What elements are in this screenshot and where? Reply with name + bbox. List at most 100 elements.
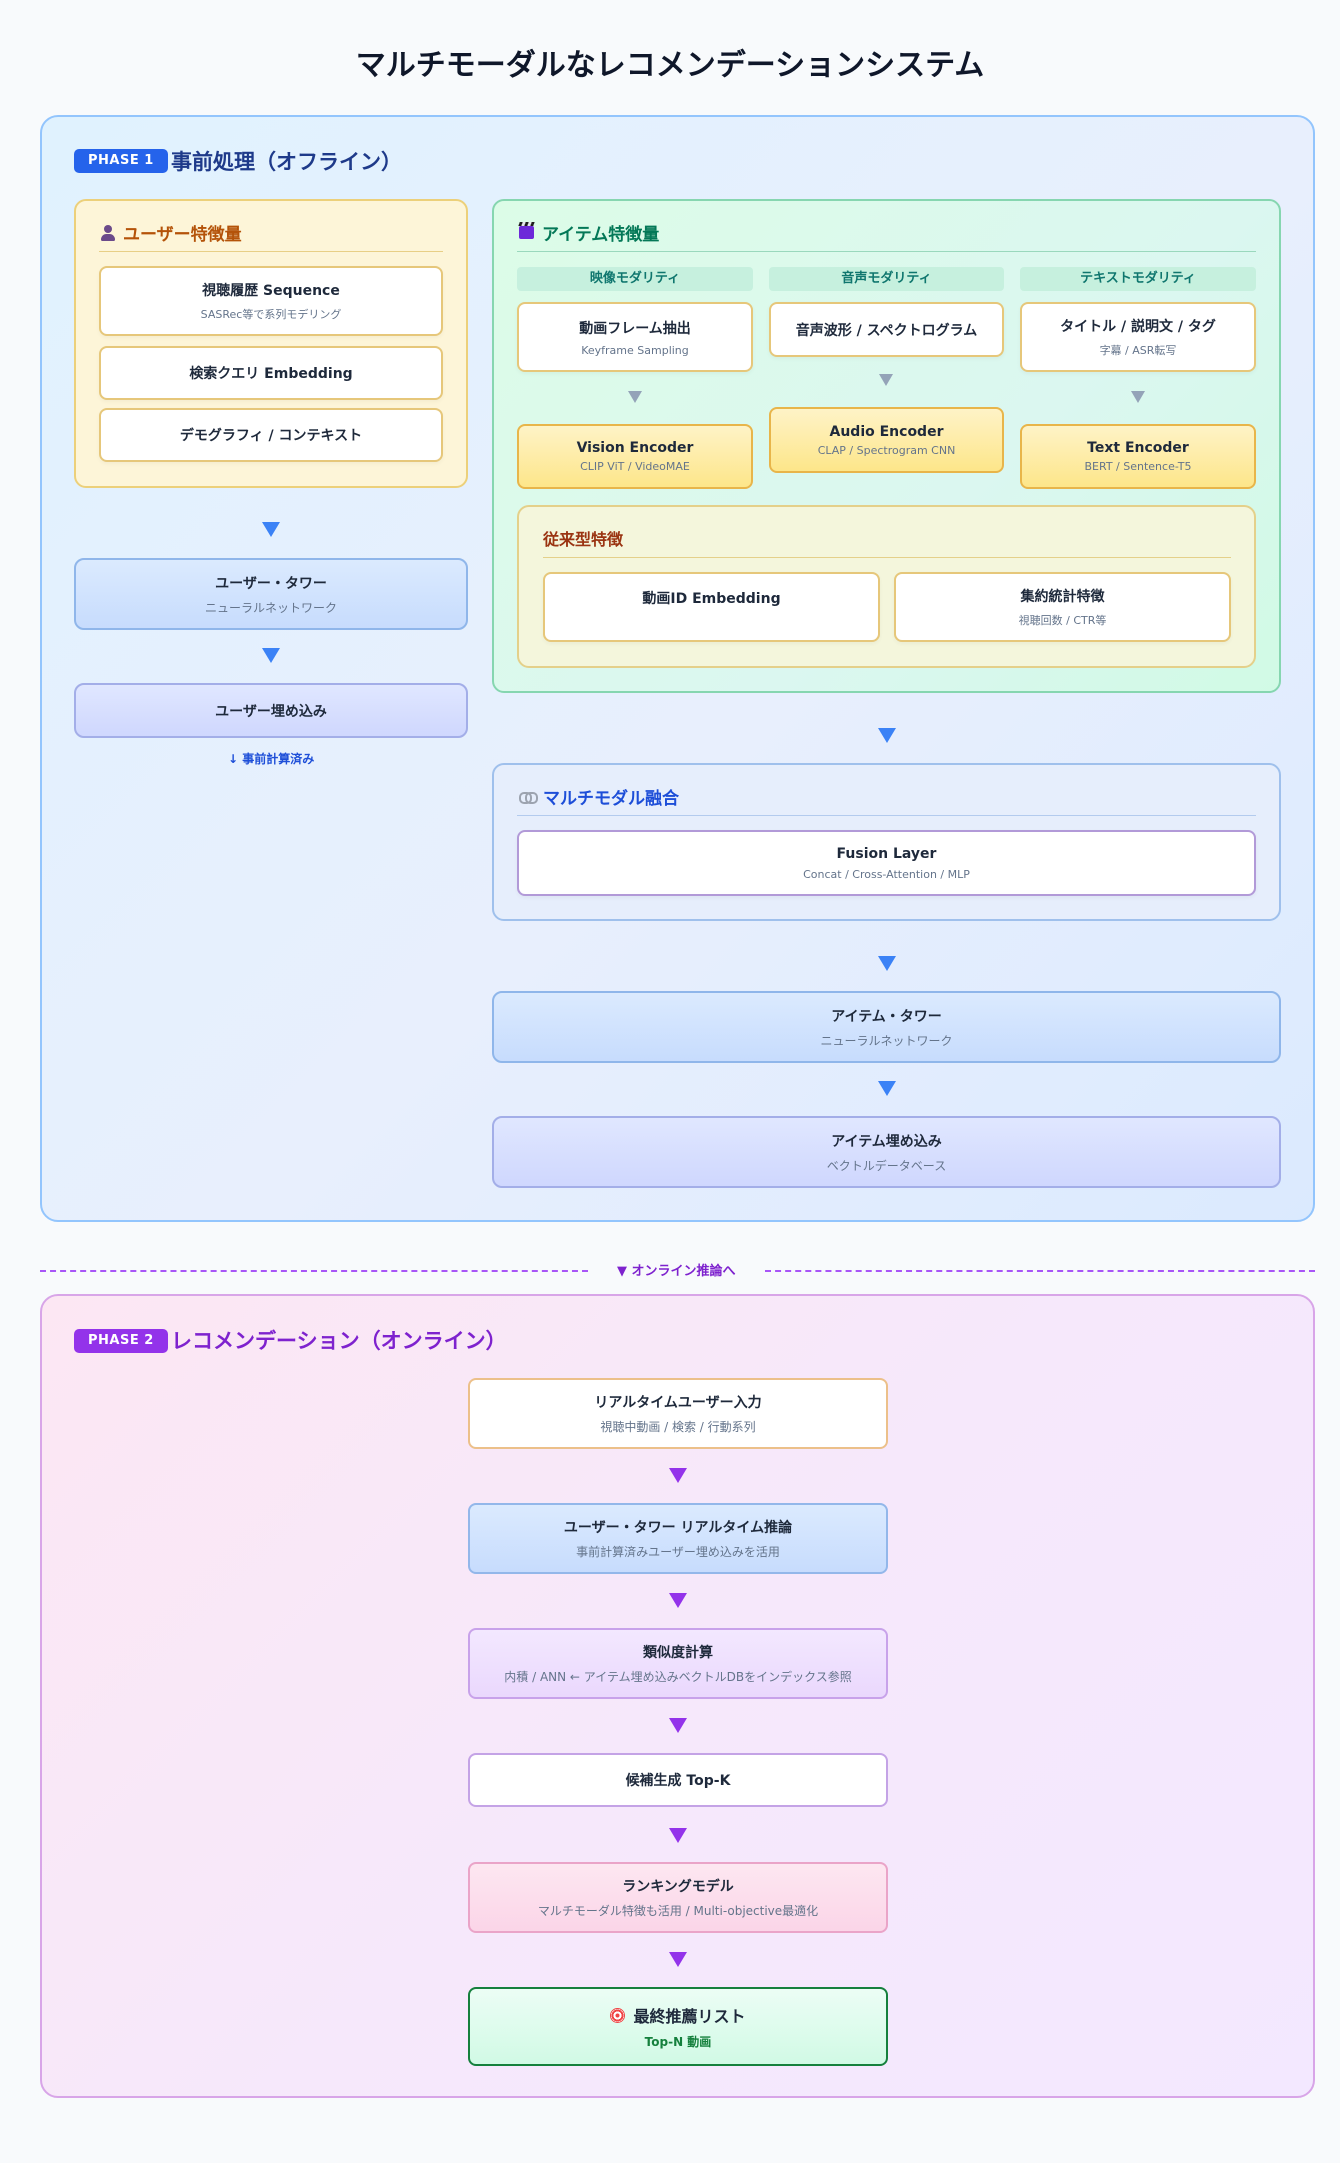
watch-history-sub: SASRec等で系列モデリング: [200, 308, 342, 321]
arrow-down-icon: [628, 391, 642, 403]
item-features-label: アイテム特徴量: [542, 225, 660, 245]
arrow-down-icon: [878, 956, 896, 971]
phase2-title: レコメンデーション（オンライン）: [171, 1329, 507, 1353]
search-query-title: 検索クエリ Embedding: [189, 366, 353, 382]
arrow-down-icon: [879, 374, 893, 386]
text-meta-sub: 字幕 / ASR転写: [1099, 344, 1177, 357]
realtime-input-box: リアルタイムユーザー入力 視聴中動画 / 検索 / 行動系列: [468, 1378, 888, 1449]
arrow-down-icon: [669, 1468, 687, 1483]
final-recommendation-title: 最終推薦リスト: [633, 2007, 746, 2026]
fusion-layer-title: Fusion Layer: [836, 845, 937, 862]
user-tower-realtime-sub: 事前計算済みユーザー埋め込みを活用: [576, 1545, 780, 1559]
candidate-generation-title: 候補生成 Top-K: [625, 1773, 731, 1789]
user-features-rule: [99, 251, 443, 252]
phase1-title: 事前処理（オフライン）: [171, 150, 402, 174]
demography-card: デモグラフィ / コンテキスト: [99, 408, 443, 462]
item-features-rule: [517, 251, 1256, 252]
candidate-generation-box: 候補生成 Top-K: [468, 1753, 888, 1807]
similarity-sub: 内積 / ANN ← アイテム埋め込みベクトルDBをインデックス参照: [504, 1670, 852, 1684]
user-embedding-title: ユーザー埋め込み: [215, 703, 327, 720]
ranking-model-sub: マルチモーダル特徴も活用 / Multi-objective最適化: [537, 1904, 819, 1918]
user-icon: [101, 224, 115, 241]
aggregate-stats-sub: 視聴回数 / CTR等: [1018, 614, 1107, 627]
item-features-heading: アイテム特徴量: [519, 220, 659, 245]
final-recommendation-box: 最終推薦リスト Top-N 動画: [468, 1987, 888, 2066]
audio-encoder-box: Audio Encoder CLAP / Spectrogram CNN: [769, 407, 1004, 473]
vision-encoder-sub: CLIP ViT / VideoMAE: [580, 460, 690, 473]
item-tower-sub: ニューラルネットワーク: [820, 1033, 953, 1048]
text-encoder-title: Text Encoder: [1087, 440, 1189, 456]
arrow-down-icon: [669, 1952, 687, 1967]
user-tower-realtime-box: ユーザー・タワー リアルタイム推論 事前計算済みユーザー埋め込みを活用: [468, 1503, 888, 1574]
audio-encoder-title: Audio Encoder: [829, 423, 944, 440]
similarity-title: 類似度計算: [643, 1645, 713, 1661]
video-frame-sub: Keyframe Sampling: [581, 343, 689, 357]
legacy-features-heading: 従来型特徴: [543, 530, 624, 549]
ranking-model-box: ランキングモデル マルチモーダル特徴も活用 / Multi-objective最…: [468, 1862, 888, 1933]
arrow-down-icon: [878, 1081, 896, 1096]
final-recommendation-sub: Top-N 動画: [644, 2035, 712, 2049]
legacy-features-rule: [543, 557, 1231, 558]
fusion-label: マルチモダル融合: [543, 789, 679, 809]
target-icon: [610, 2007, 626, 2023]
search-query-card: 検索クエリ Embedding: [99, 346, 443, 400]
text-meta-card: タイトル / 説明文 / タグ 字幕 / ASR転写: [1020, 302, 1256, 372]
arrow-down-icon: [878, 728, 896, 743]
page-title: マルチモーダルなレコメンデーションシステム: [355, 48, 985, 83]
fusion-rule: [517, 815, 1256, 816]
ranking-model-title: ランキングモデル: [622, 1879, 734, 1895]
arrow-down-icon: [262, 522, 280, 537]
audio-encoder-sub: CLAP / Spectrogram CNN: [817, 443, 956, 457]
realtime-input-sub: 視聴中動画 / 検索 / 行動系列: [600, 1420, 756, 1434]
fusion-heading: マルチモダル融合: [519, 784, 679, 809]
phase2-badge: PHASE 2: [74, 1329, 168, 1353]
modality-label-text: テキストモダリティ: [1020, 267, 1256, 291]
item-embedding-sub: ベクトルデータベース: [826, 1158, 947, 1173]
video-id-embedding-title: 動画ID Embedding: [642, 591, 781, 607]
link-icon: [519, 791, 538, 804]
vision-encoder-box: Vision Encoder CLIP ViT / VideoMAE: [517, 424, 753, 489]
aggregate-stats-card: 集約統計特徴 視聴回数 / CTR等: [894, 572, 1231, 642]
final-recommendation-heading: 最終推薦リスト: [610, 2003, 746, 2027]
text-encoder-box: Text Encoder BERT / Sentence-T5: [1020, 424, 1256, 489]
user-embedding-box: ユーザー埋め込み: [74, 683, 468, 738]
fusion-layer-sub: Concat / Cross-Attention / MLP: [803, 867, 970, 881]
arrow-down-icon: [262, 648, 280, 663]
user-features-heading: ユーザー特徴量: [101, 220, 242, 245]
audio-wave-card: 音声波形 / スペクトログラム: [769, 302, 1004, 357]
text-meta-title: タイトル / 説明文 / タグ: [1060, 319, 1216, 335]
arrow-down-icon: [669, 1593, 687, 1608]
vision-encoder-title: Vision Encoder: [576, 440, 694, 456]
arrow-down-icon: [669, 1718, 687, 1733]
video-frame-card: 動画フレーム抽出 Keyframe Sampling: [517, 302, 753, 372]
item-embedding-box: アイテム埋め込み ベクトルデータベース: [492, 1116, 1281, 1188]
realtime-input-title: リアルタイムユーザー入力: [594, 1395, 762, 1411]
arrow-down-icon: [669, 1828, 687, 1843]
precomputed-note: ↓ 事前計算済み: [228, 752, 315, 766]
item-tower-title: アイテム・タワー: [831, 1008, 942, 1025]
user-features-label: ユーザー特徴量: [123, 225, 242, 245]
item-embedding-title: アイテム埋め込み: [831, 1133, 942, 1150]
watch-history-title: 視聴履歴 Sequence: [202, 283, 340, 299]
modality-label-audio: 音声モダリティ: [769, 267, 1004, 291]
video-frame-title: 動画フレーム抽出: [579, 320, 691, 337]
fusion-layer-card: Fusion Layer Concat / Cross-Attention / …: [517, 830, 1256, 896]
aggregate-stats-title: 集約統計特徴: [1020, 589, 1105, 605]
item-tower-box: アイテム・タワー ニューラルネットワーク: [492, 991, 1281, 1063]
demography-title: デモグラフィ / コンテキスト: [179, 428, 363, 444]
modality-label-video: 映像モダリティ: [517, 267, 753, 291]
user-tower-box: ユーザー・タワー ニューラルネットワーク: [74, 558, 468, 630]
similarity-box: 類似度計算 内積 / ANN ← アイテム埋め込みベクトルDBをインデックス参照: [468, 1628, 888, 1699]
clapperboard-icon: [519, 226, 534, 239]
divider-label: ▼ オンライン推論へ: [617, 1264, 736, 1279]
divider-right: [765, 1270, 1315, 1272]
user-tower-realtime-title: ユーザー・タワー リアルタイム推論: [563, 1520, 793, 1536]
user-tower-sub: ニューラルネットワーク: [204, 600, 337, 615]
watch-history-card: 視聴履歴 Sequence SASRec等で系列モデリング: [99, 266, 443, 336]
arrow-down-icon: [1131, 391, 1145, 403]
divider-left: [40, 1270, 588, 1272]
audio-wave-title: 音声波形 / スペクトログラム: [795, 322, 978, 339]
phase1-badge: PHASE 1: [74, 149, 168, 173]
video-id-embedding-card: 動画ID Embedding: [543, 572, 880, 642]
user-tower-title: ユーザー・タワー: [215, 575, 327, 592]
